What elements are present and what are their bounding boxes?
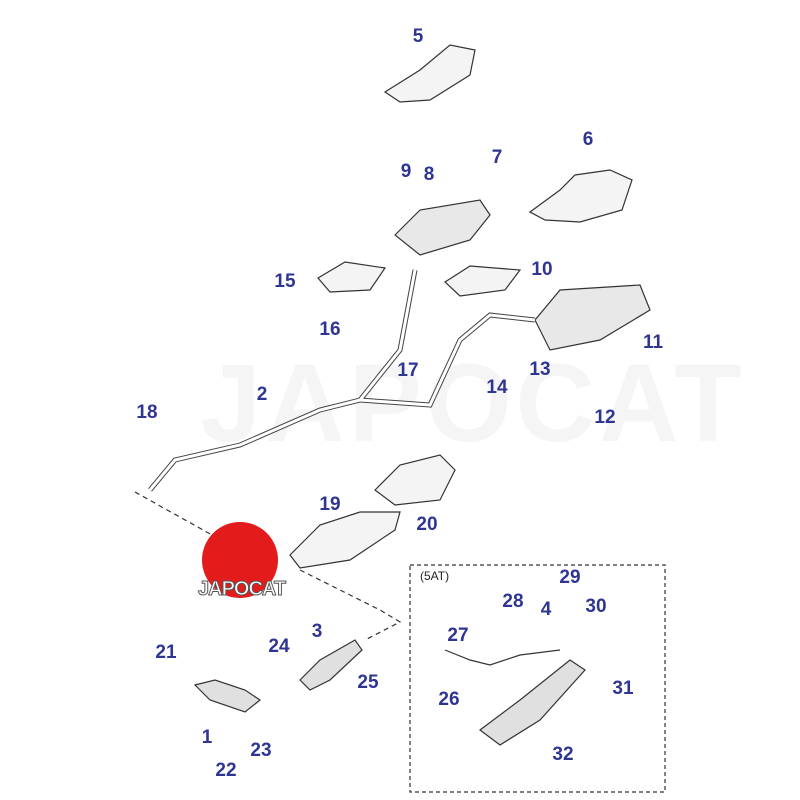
- part-label-32[interactable]: 32: [552, 744, 574, 765]
- part-label-1[interactable]: 1: [201, 727, 213, 748]
- dpf-4: [479, 659, 586, 746]
- catalyst-1: [193, 679, 262, 713]
- part-label-9[interactable]: 9: [400, 161, 412, 182]
- part-label-10[interactable]: 10: [531, 259, 553, 280]
- part-label-2[interactable]: 2: [256, 384, 268, 405]
- part-label-26[interactable]: 26: [438, 689, 460, 710]
- part-label-14[interactable]: 14: [486, 377, 508, 398]
- part-label-7[interactable]: 7: [491, 147, 503, 168]
- part-label-8[interactable]: 8: [423, 164, 435, 185]
- part-label-25[interactable]: 25: [357, 672, 379, 693]
- heat-shield-19: [289, 511, 401, 569]
- part-label-12[interactable]: 12: [594, 407, 616, 428]
- variant-5at-box: [409, 564, 666, 793]
- part-label-18[interactable]: 18: [136, 402, 158, 423]
- center-muffler-8: [394, 199, 491, 256]
- heat-shield-6: [528, 169, 633, 223]
- part-label-21[interactable]: 21: [155, 642, 177, 663]
- part-label-13[interactable]: 13: [529, 359, 551, 380]
- catalytic-converter-3: [299, 639, 363, 691]
- heat-shield-15: [317, 261, 387, 293]
- part-label-20[interactable]: 20: [416, 514, 438, 535]
- part-label-29[interactable]: 29: [559, 567, 581, 588]
- part-label-17[interactable]: 17: [397, 360, 419, 381]
- part-label-31[interactable]: 31: [612, 678, 634, 699]
- part-label-15[interactable]: 15: [274, 271, 296, 292]
- variant-5at-label: (5AT): [420, 569, 450, 583]
- part-label-3[interactable]: 3: [311, 621, 323, 642]
- rear-muffler-12: [534, 284, 651, 351]
- part-label-22[interactable]: 22: [215, 760, 237, 781]
- heat-shield-10: [444, 265, 522, 297]
- part-label-23[interactable]: 23: [250, 740, 272, 761]
- logo-badge: [202, 522, 278, 598]
- part-label-24[interactable]: 24: [268, 636, 290, 657]
- part-label-6[interactable]: 6: [582, 129, 594, 150]
- part-label-16[interactable]: 16: [319, 319, 341, 340]
- heat-shield-5: [383, 44, 476, 103]
- part-label-11[interactable]: 11: [642, 332, 664, 353]
- part-label-30[interactable]: 30: [585, 596, 607, 617]
- part-label-4[interactable]: 4: [540, 599, 552, 620]
- part-label-27[interactable]: 27: [447, 625, 469, 646]
- part-label-5[interactable]: 5: [412, 26, 424, 47]
- logo-text: JAPOCAT: [197, 578, 286, 601]
- heat-shield-20: [374, 454, 456, 506]
- part-label-19[interactable]: 19: [319, 494, 341, 515]
- watermark: JAPOCAT: [200, 342, 746, 465]
- part-label-28[interactable]: 28: [502, 591, 524, 612]
